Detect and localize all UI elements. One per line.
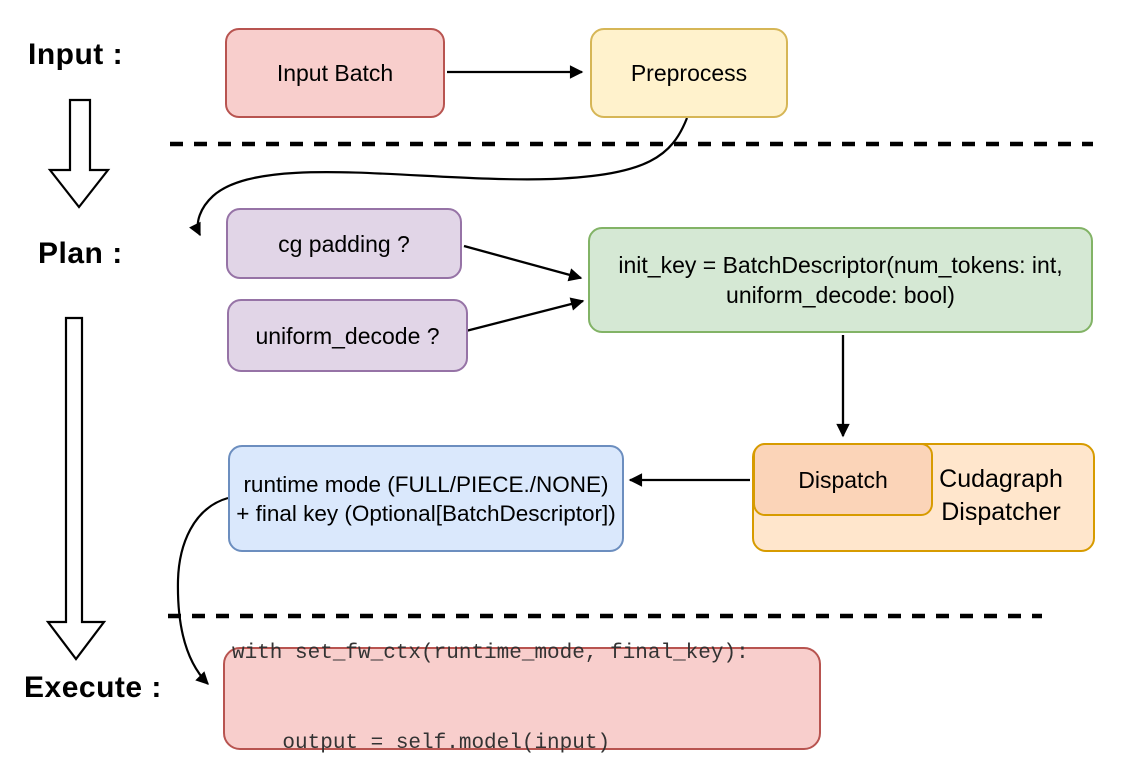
node-execute-code: with set_fw_ctx(runtime_mode, final_key)… [223,642,821,755]
stage-arrow-plan-to-execute [45,316,107,661]
node-preprocess-label: Preprocess [630,60,748,86]
node-runtime-mode: runtime mode (FULL/PIECE./NONE) + final … [228,445,624,552]
node-uniform-decode-label: uniform_decode ? [255,322,440,349]
node-runtime-mode-line1: runtime mode (FULL/PIECE./NONE) [243,471,609,497]
node-cudagraph-dispatcher-label: Cudagraph Dispatcher [915,463,1087,529]
node-dispatch-label: Dispatch [798,466,888,493]
node-init-key: init_key = BatchDescriptor(num_tokens: i… [588,227,1093,333]
edge-runtime-mode-to-execute-code [176,496,229,685]
stage-label-input: Input : [28,38,124,71]
node-cudagraph-dispatcher-line1: Cudagraph [939,465,1063,493]
node-runtime-mode-line2: + final key (Optional[BatchDescriptor]) [236,500,616,526]
node-uniform-decode: uniform_decode ? [227,299,468,372]
node-preprocess: Preprocess [590,28,788,118]
node-cg-padding-label: cg padding ? [278,230,410,257]
stage-label-plan: Plan : [38,237,123,270]
stage-arrow-input-to-plan [47,98,111,209]
node-cg-padding: cg padding ? [226,208,462,279]
edge-cg-padding-to-init-key [463,244,583,282]
node-init-key-line1: init_key = BatchDescriptor(num_tokens: i… [618,252,1063,278]
node-execute-code-line1: with set_fw_ctx(runtime_mode, final_key)… [232,641,749,665]
node-input-batch: Input Batch [225,28,445,118]
node-execute-code-line2: output = self.model(input) [232,731,611,755]
stage-label-execute: Execute : [24,671,162,704]
node-dispatch: Dispatch [753,443,933,516]
edge-uniform-decode-to-init-key [461,297,585,334]
node-input-batch-label: Input Batch [276,60,394,86]
node-cudagraph-dispatcher-line2: Dispatcher [941,498,1061,526]
node-init-key-line2: uniform_decode: bool) [726,282,955,308]
edge-preprocess-to-cg-padding [189,117,689,237]
